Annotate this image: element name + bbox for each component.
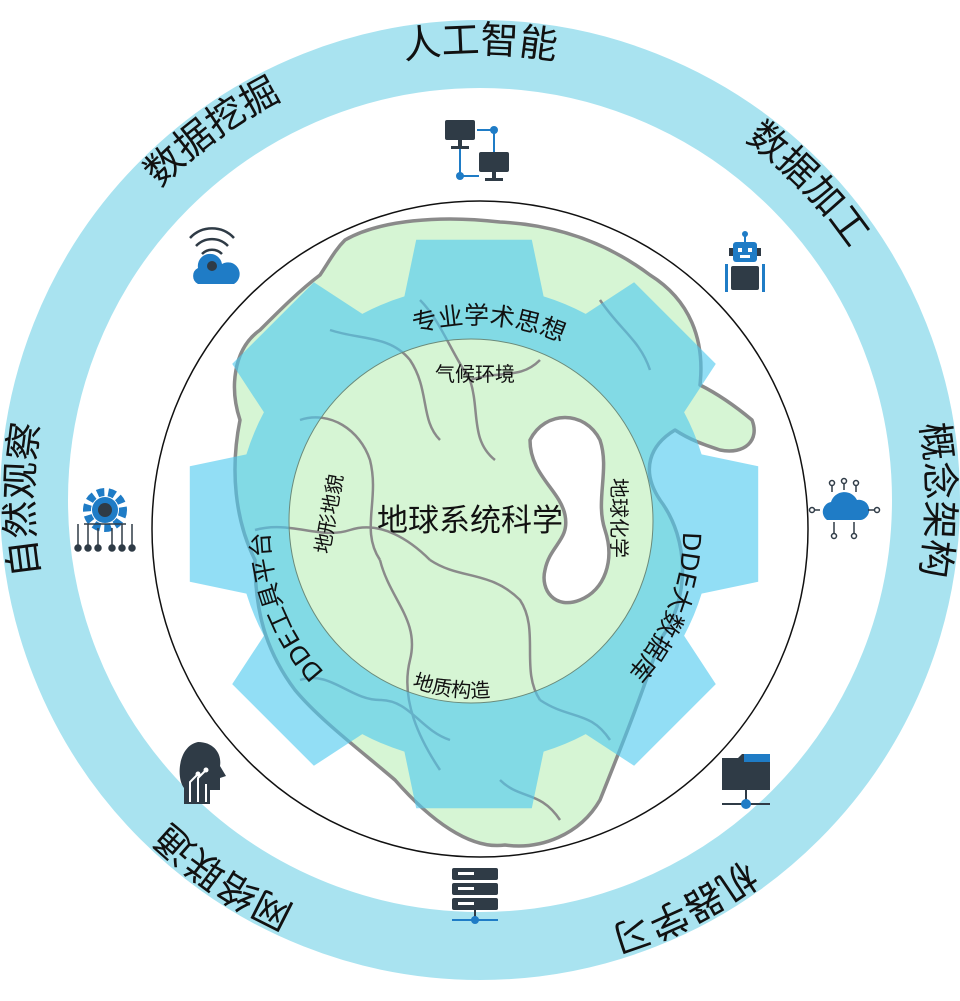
computer-network-icon: [445, 120, 509, 181]
cloud-circuit-icon: [808, 477, 881, 540]
label-geochemistry: 地球化学: [607, 478, 631, 558]
server-rack-icon: [452, 868, 498, 924]
wifi-cloud-icon: [189, 227, 240, 284]
gear-circuit-icon: [74, 488, 136, 552]
label-climate-environment: 气候环境: [435, 362, 515, 386]
folder-network-icon: [722, 754, 770, 809]
inner-circle: [288, 338, 654, 704]
gear-shape: [189, 239, 759, 809]
inner-boundary-circle: [151, 200, 809, 858]
robot-icon: [725, 231, 765, 292]
label-earth-system-science: 地球系统科学: [377, 503, 563, 539]
outer-ring: [0, 20, 960, 980]
ai-head-icon: [179, 742, 226, 804]
